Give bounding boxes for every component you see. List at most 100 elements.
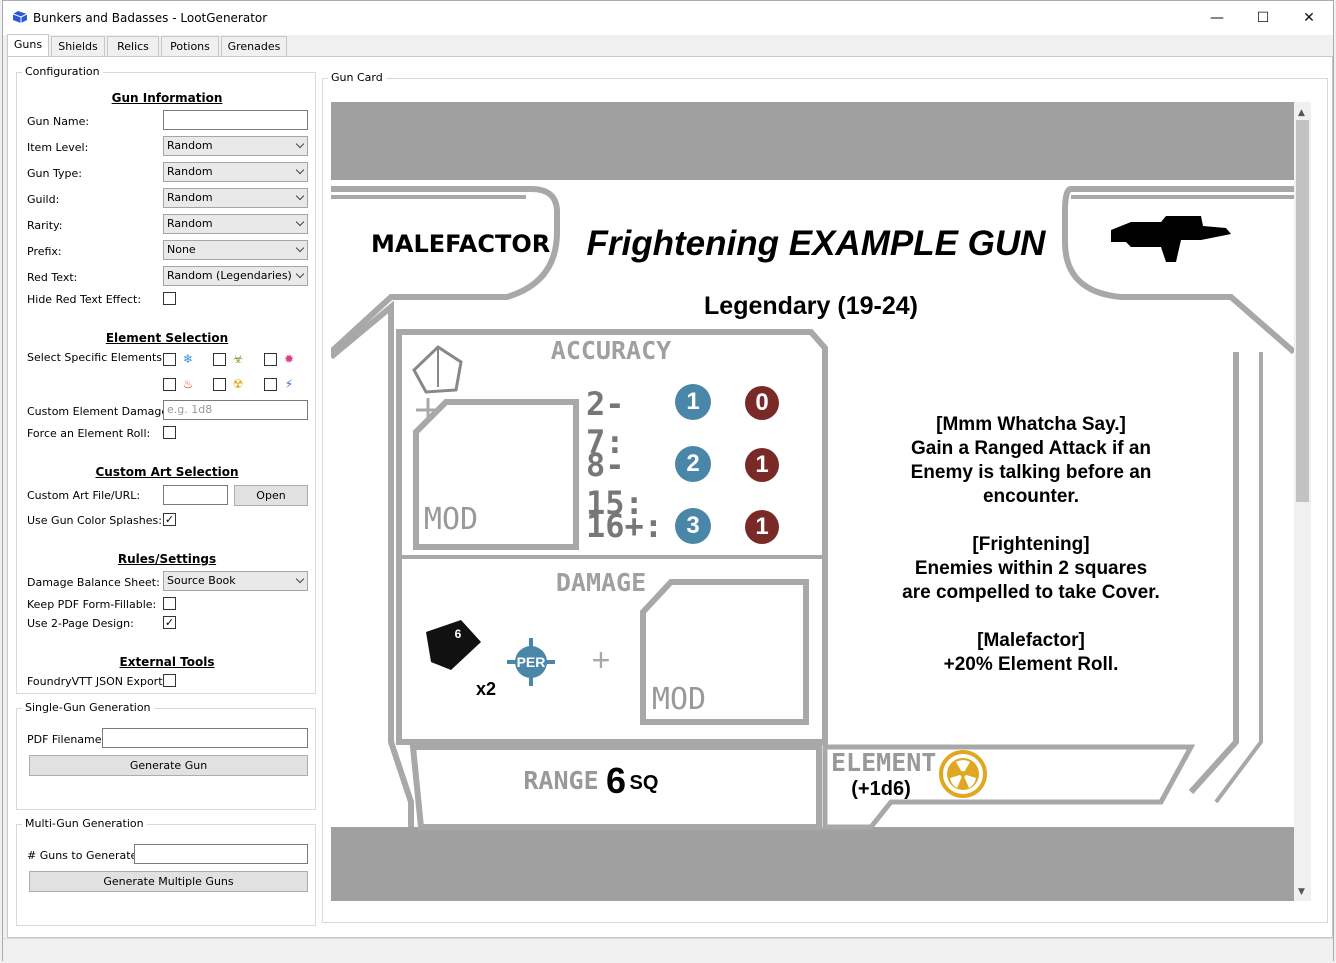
tab-grenades[interactable]: Grenades	[221, 36, 287, 56]
gun-type-label: Gun Type:	[27, 167, 82, 180]
tab-guns[interactable]: Guns	[7, 34, 49, 56]
radiation-checkbox[interactable]	[213, 378, 226, 391]
custom-art-file-label: Custom Art File/URL:	[27, 489, 141, 502]
pdf-fillable-label: Keep PDF Form-Fillable:	[27, 598, 157, 611]
shock-checkbox[interactable]	[264, 378, 277, 391]
hide-red-text-checkbox[interactable]	[163, 292, 176, 305]
cryo-icon: ❄	[182, 352, 194, 366]
gun-name-label: Gun Name:	[27, 115, 90, 128]
force-element-roll-checkbox[interactable]	[163, 426, 176, 439]
red-text-effects: [Mmm Whatcha Say.] Gain a Ranged Attack …	[871, 414, 1191, 678]
custom-element-damage-input[interactable]: e.g. 1d8	[163, 400, 308, 420]
chevron-down-icon	[295, 191, 305, 201]
item-level-label: Item Level:	[27, 141, 89, 154]
effect-line: are compelled to take Cover.	[902, 582, 1160, 603]
element-bonus: (+1d6)	[851, 778, 911, 800]
maximize-button[interactable]: ☐	[1256, 10, 1270, 26]
tab-relics[interactable]: Relics	[107, 36, 159, 56]
pdf-filename-input[interactable]	[102, 728, 308, 748]
effect-line: +20% Element Roll.	[943, 654, 1119, 675]
status-bar	[3, 938, 1333, 962]
accuracy-range-2: 8-15:	[586, 446, 644, 522]
force-element-roll-label: Force an Element Roll:	[27, 427, 151, 440]
effect-line: encounter.	[982, 486, 1080, 507]
hits-token-1: 1	[675, 384, 711, 420]
generate-gun-button[interactable]: Generate Gun	[29, 755, 308, 776]
close-button[interactable]: ✕	[1303, 10, 1315, 26]
rarity-select[interactable]: Random	[163, 214, 308, 234]
damage-die: 6	[454, 627, 462, 641]
scrollbar-thumb[interactable]	[1296, 120, 1309, 502]
gun-information-header: Gun Information	[111, 91, 223, 105]
gun-color-splashes-label: Use Gun Color Splashes:	[27, 514, 162, 527]
effect-line: Gain a Ranged Attack if an	[910, 438, 1151, 459]
item-level-select[interactable]: Random	[163, 136, 308, 156]
corrosive-checkbox[interactable]	[213, 353, 226, 366]
scroll-down-icon[interactable]: ▼	[1298, 887, 1305, 897]
crits-token-3: 1	[745, 510, 779, 544]
configuration-group: Configuration Gun Information Gun Name: …	[16, 65, 316, 694]
custom-art-header: Custom Art Selection	[95, 465, 239, 479]
damage-label: DAMAGE	[555, 568, 647, 597]
gun-name-input[interactable]	[163, 110, 308, 130]
damage-balance-select[interactable]: Source Book	[163, 571, 308, 591]
generate-multiple-guns-button[interactable]: Generate Multiple Guns	[29, 871, 308, 892]
damage-plus: +	[591, 642, 611, 678]
prefix-label: Prefix:	[27, 245, 62, 258]
two-page-design-checkbox[interactable]: ✓	[163, 616, 176, 629]
two-page-design-label: Use 2-Page Design:	[27, 617, 134, 630]
open-button[interactable]: Open	[234, 485, 308, 506]
prefix-select[interactable]: None	[163, 240, 308, 260]
damage-multiplier: x2	[475, 679, 497, 699]
effect-line: [Malefactor]	[977, 630, 1085, 651]
gun-name: Frightening EXAMPLE GUN	[586, 224, 1046, 263]
shock-icon: ⚡	[284, 377, 294, 391]
hide-red-text-label: Hide Red Text Effect:	[27, 293, 142, 306]
guild-select[interactable]: Random	[163, 188, 308, 208]
element-selection-header: Element Selection	[105, 331, 229, 345]
scroll-up-icon[interactable]: ▲	[1298, 108, 1305, 118]
multi-gun-legend: Multi-Gun Generation	[22, 817, 147, 830]
gun-type-select[interactable]: Random	[163, 162, 308, 182]
element-label: ELEMENT	[831, 748, 937, 777]
mod-label-bottom: MOD	[651, 682, 707, 717]
effect-line: Enemy is talking before an	[910, 462, 1152, 483]
effect-line	[871, 606, 1191, 630]
guns-to-generate-input[interactable]	[134, 844, 308, 864]
range-unit: SQ	[629, 772, 659, 794]
crits-token-2: 1	[745, 448, 779, 482]
foundry-export-checkbox[interactable]	[163, 674, 176, 687]
gun-card-view: MALEFACTOR Frightening EXAMPLE GUN Legen…	[331, 102, 1294, 901]
explosive-checkbox[interactable]	[264, 353, 277, 366]
effect-line: [Frightening]	[972, 534, 1090, 555]
red-text-select[interactable]: Random (Legendaries)	[163, 266, 308, 286]
custom-art-file-input[interactable]	[163, 485, 228, 505]
configuration-legend: Configuration	[22, 65, 103, 78]
pdf-fillable-checkbox[interactable]	[163, 597, 176, 610]
cryo-checkbox[interactable]	[163, 353, 176, 366]
window-title: Bunkers and Badasses - LootGenerator	[33, 11, 268, 25]
accuracy-label: ACCURACY	[550, 336, 672, 365]
tab-shields[interactable]: Shields	[51, 36, 105, 56]
gun-card-legend: Gun Card	[328, 71, 386, 84]
range-value: 6	[605, 760, 627, 801]
accuracy-range-1: 2-7:	[586, 385, 625, 461]
custom-element-damage-label: Custom Element Damage:	[27, 405, 172, 418]
app-icon	[12, 11, 28, 23]
single-gun-legend: Single-Gun Generation	[22, 701, 154, 714]
corrosive-icon: ☣	[232, 352, 244, 366]
radiation-icon: ☢	[232, 377, 244, 391]
gun-color-splashes-checkbox[interactable]: ✓	[163, 513, 176, 526]
hits-token-2: 2	[675, 446, 711, 482]
minimize-button[interactable]: —	[1210, 10, 1224, 26]
card-scrollbar[interactable]: ▲ ▼	[1294, 102, 1311, 901]
tab-potions[interactable]: Potions	[161, 36, 219, 56]
hits-token-3: 3	[675, 508, 711, 544]
effect-line: [Mmm Whatcha Say.]	[936, 414, 1126, 435]
select-elements-label: Select Specific Elements:	[27, 351, 166, 364]
fire-checkbox[interactable]	[163, 378, 176, 391]
guild-label: Guild:	[27, 193, 60, 206]
guild-logo: MALEFACTOR	[371, 230, 551, 258]
rules-settings-header: Rules/Settings	[117, 552, 217, 566]
